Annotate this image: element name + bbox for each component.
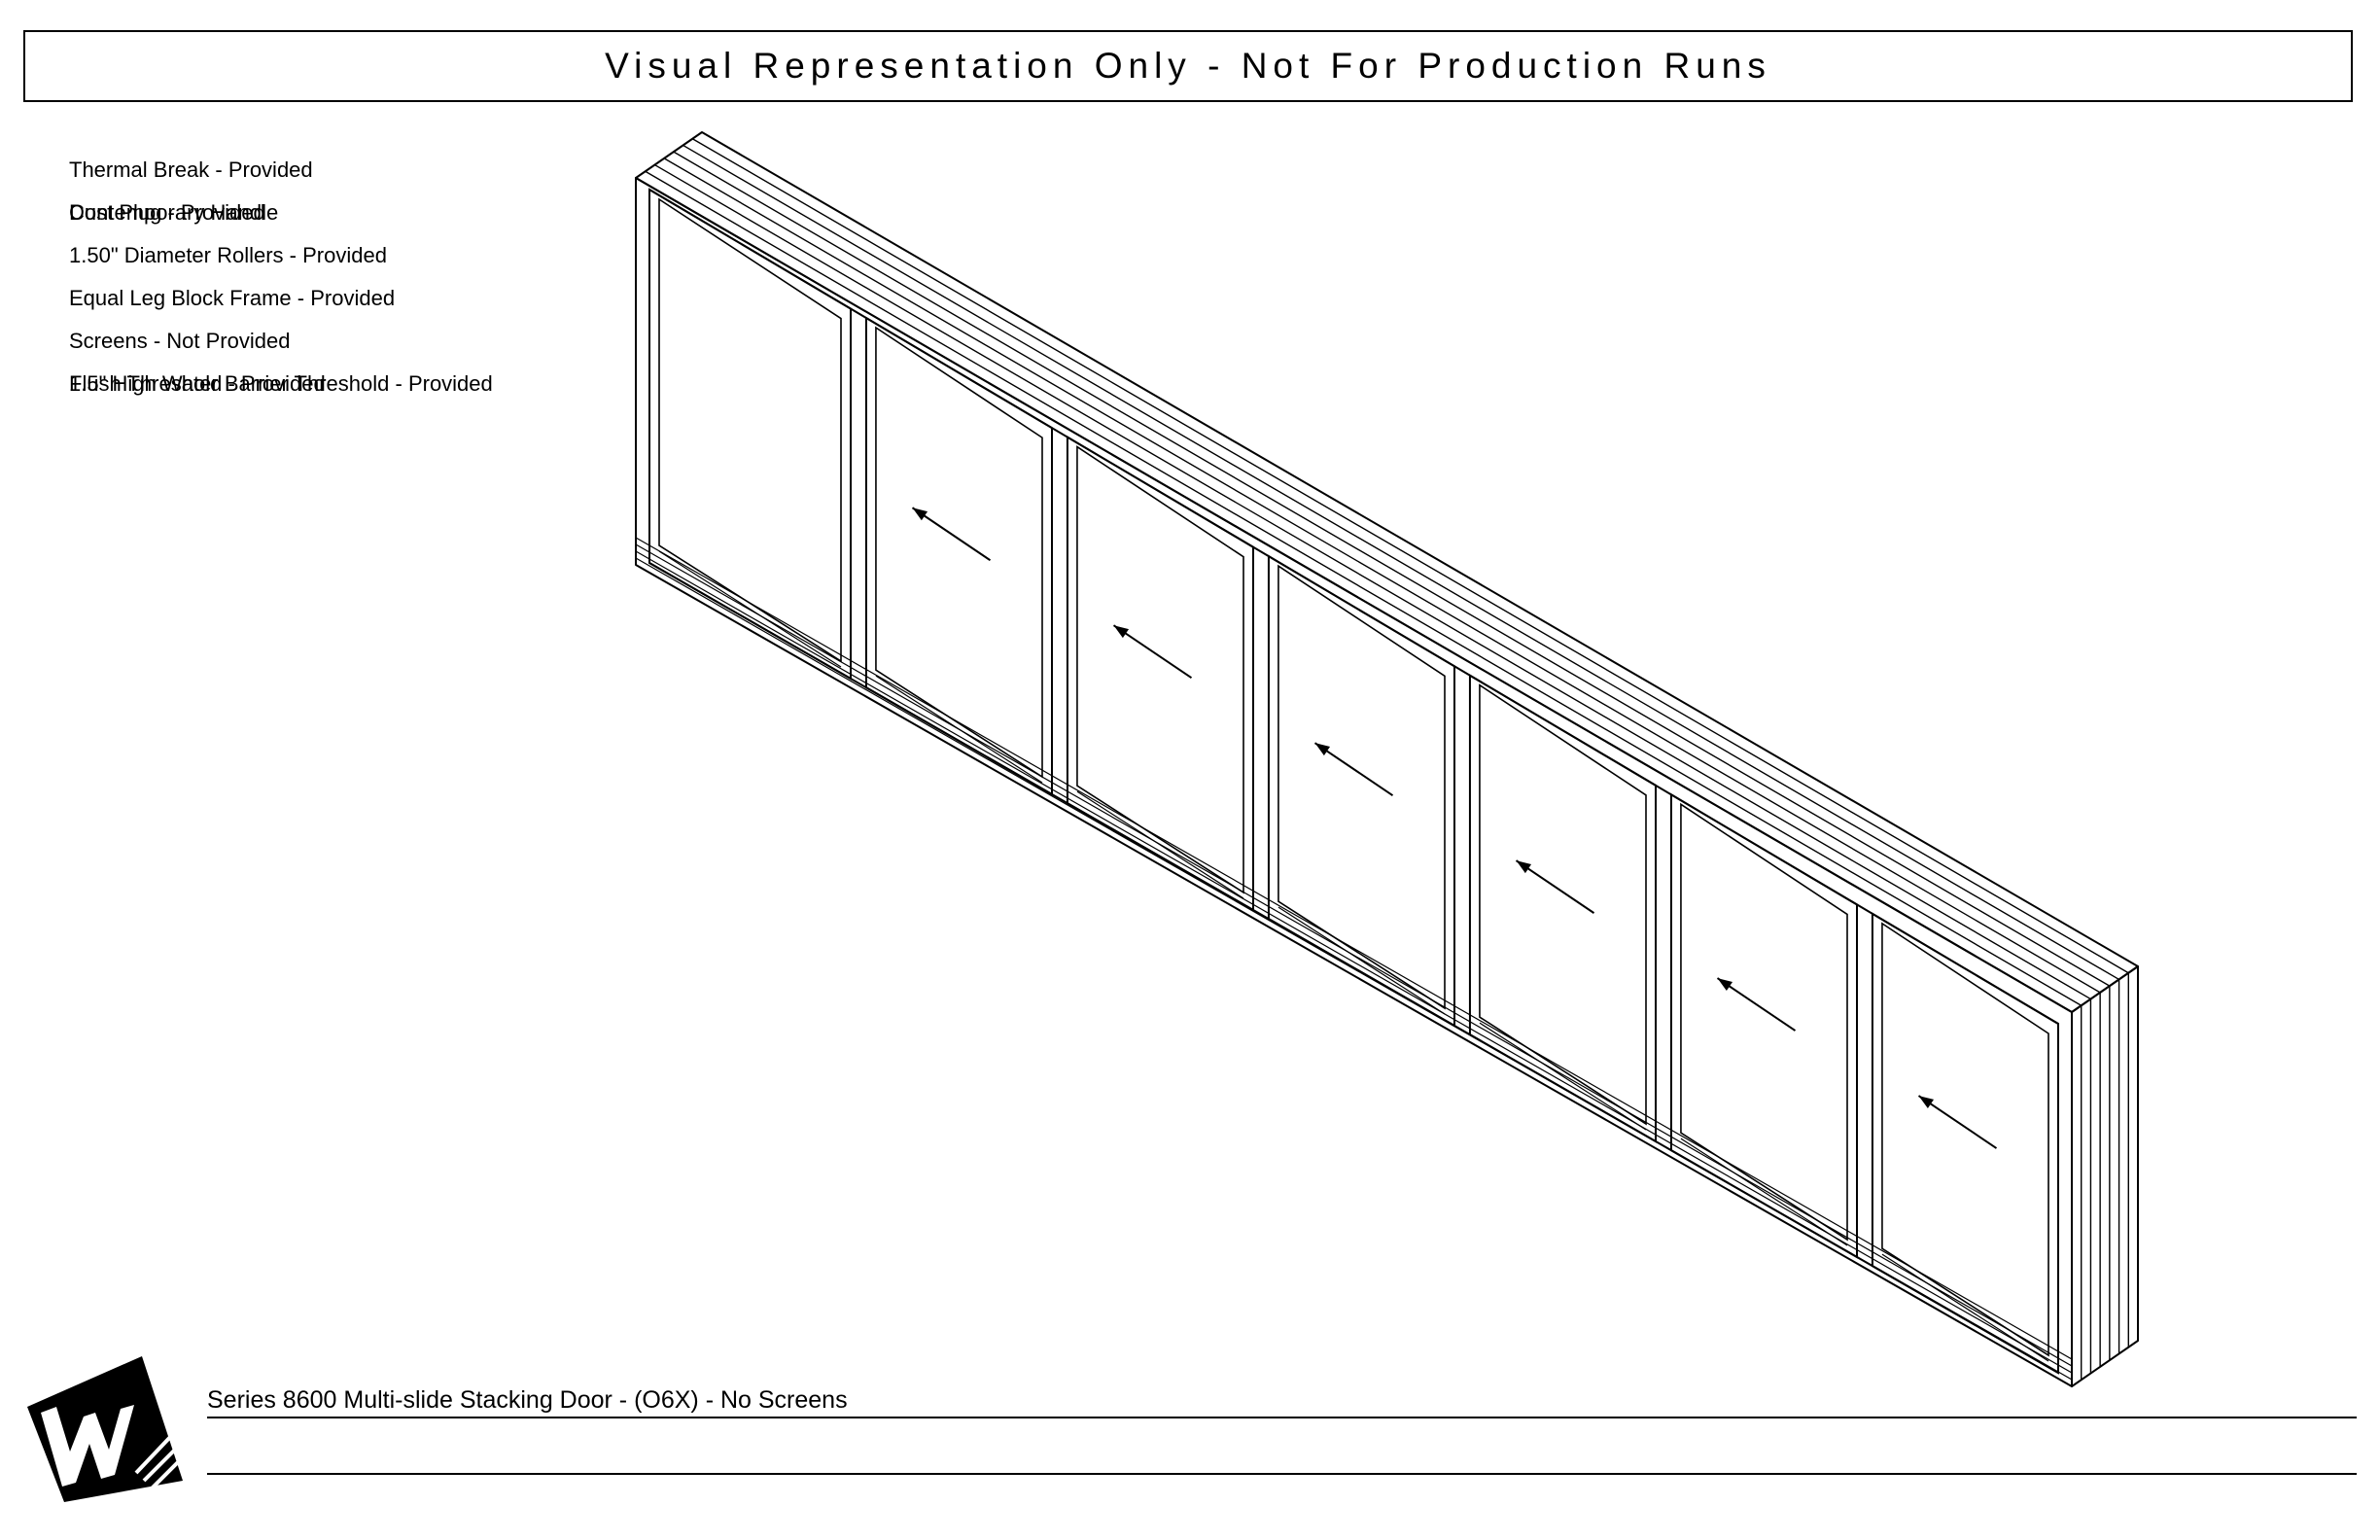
glass-pane — [1076, 445, 1244, 894]
feature-block-frame: Equal Leg Block Frame - Provided — [69, 286, 396, 310]
door-panel — [1669, 792, 1858, 1259]
caption-rule-top — [207, 1417, 2357, 1418]
door-frame — [635, 131, 2139, 1387]
slide-arrow-left-icon — [912, 508, 928, 521]
slide-arrow-left-icon — [1918, 1096, 1935, 1109]
glass-pane — [1680, 802, 1848, 1242]
glass-pane — [658, 197, 842, 663]
door-panel — [1871, 912, 2059, 1375]
feature-screens: Screens - Not Provided — [69, 329, 291, 353]
panel-bottom-rail — [1278, 906, 1446, 1015]
frame-top-rib — [645, 170, 2082, 1006]
door-panel — [648, 188, 852, 681]
feature-threshold-text: Flush Threshold - Provided — [69, 371, 326, 396]
door-panels — [648, 188, 2059, 1375]
slide-arrow-left-icon — [1717, 978, 1733, 992]
feature-thermal-break: Thermal Break - Provided — [69, 158, 313, 182]
caption-rule-bottom — [207, 1473, 2357, 1475]
frame-top-rib — [663, 158, 2101, 994]
slide-arrow-shaft — [1313, 742, 1394, 797]
slide-arrow-shaft — [911, 507, 992, 562]
glass-pane — [1278, 564, 1446, 1010]
slide-arrows — [911, 507, 1998, 1149]
frame-top-rib — [682, 144, 2119, 981]
frame-top-rib — [654, 163, 2091, 1000]
panel-bottom-rail — [875, 675, 1043, 784]
feature-rollers: 1.50" Diameter Rollers - Provided — [69, 243, 387, 267]
slide-arrow-shaft — [1917, 1095, 1998, 1149]
panel-bottom-rail — [658, 550, 842, 668]
feature-handle-text: Contemporary Handle — [69, 200, 279, 225]
glass-pane — [1881, 922, 2049, 1357]
w-logo-icon — [27, 1356, 183, 1502]
panel-bottom-rail — [1881, 1253, 2049, 1362]
slide-arrow-left-icon — [1516, 860, 1532, 874]
slide-arrow-left-icon — [1113, 625, 1130, 639]
feature-handle: Contemporary Handle Dust Plug - Provided — [69, 200, 278, 226]
frame-top-rib — [691, 138, 2129, 974]
glass-pane — [1479, 683, 1647, 1126]
slide-arrow-shaft — [1515, 859, 1595, 914]
title-box: Visual Representation Only - Not For Pro… — [23, 30, 2353, 102]
panel-bottom-rail — [1076, 790, 1244, 899]
drawing-caption: Series 8600 Multi-slide Stacking Door - … — [207, 1386, 848, 1414]
slide-arrow-shaft — [1716, 977, 1797, 1032]
feature-dust-plug-text: Dust Plug - Provided — [69, 200, 265, 225]
feature-water-barrier-text: 1.5" High Water Barrier Threshold - Prov… — [69, 371, 493, 396]
frame-front-face — [635, 177, 2073, 1387]
frame-top-surface — [635, 131, 2139, 1013]
frame-top-rib — [673, 151, 2111, 987]
frame-sill-rail — [635, 537, 2073, 1360]
panel-bottom-rail — [1680, 1138, 1848, 1246]
panel-bottom-rail — [1479, 1022, 1647, 1131]
slide-arrow-shaft — [1112, 624, 1193, 680]
page-title: Visual Representation Only - Not For Pro… — [605, 46, 1771, 86]
slide-arrow-left-icon — [1314, 743, 1331, 756]
glass-pane — [875, 326, 1043, 779]
door-panel — [1468, 673, 1657, 1143]
feature-threshold: Flush Threshold - Provided 1.5" High Wat… — [69, 371, 493, 397]
